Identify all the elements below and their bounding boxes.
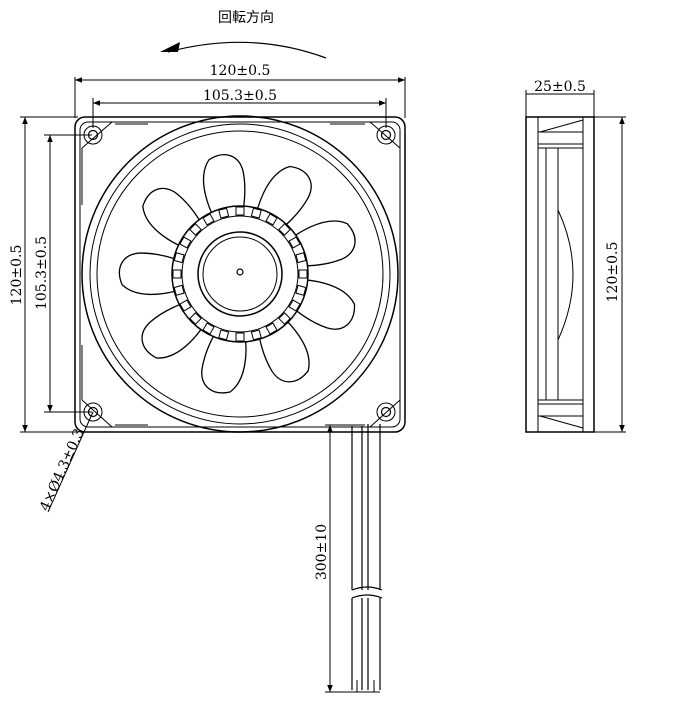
mount-hole-top-right <box>376 125 396 145</box>
mount-holes-label: 4×Ø4.3±0.3 <box>37 426 88 513</box>
hub-slot <box>265 213 278 226</box>
hub-slot <box>288 299 301 312</box>
fan-hub <box>171 205 309 343</box>
hub-slot <box>189 312 202 325</box>
hub-slot <box>202 213 215 226</box>
hub-slot <box>202 322 215 335</box>
hub-slot <box>189 223 202 236</box>
hub-slot <box>278 312 291 325</box>
side-height-label: 120±0.5 <box>605 242 621 303</box>
mount-hole-bottom-left <box>83 402 103 422</box>
hub-slot <box>172 269 182 279</box>
hub-slot <box>250 207 262 219</box>
thickness-label: 25±0.5 <box>534 79 586 95</box>
hole-spacing-v-label: 105.3±0.5 <box>34 236 50 310</box>
hub-slot <box>250 329 262 341</box>
mount-hole-bottom-right <box>376 402 396 422</box>
mount-hole-callout: 4×Ø4.3±0.3 <box>37 411 94 514</box>
lead-wires <box>351 424 383 693</box>
overall-height-label: 120±0.5 <box>9 245 25 306</box>
hub-slot <box>235 332 245 342</box>
cable-length-dimension: 300±10 <box>314 424 352 693</box>
hole-spacing-horizontal-dimension: 105.3±0.5 <box>92 88 387 128</box>
hole-spacing-h-label: 105.3±0.5 <box>203 88 277 104</box>
hub-slot <box>179 236 192 249</box>
overall-width-dimension: 120±0.5 <box>74 63 406 118</box>
fan-front-view <box>74 115 406 433</box>
mount-hole-top-left <box>83 125 103 145</box>
side-thickness-dimension: 25±0.5 <box>525 79 595 117</box>
hub-slot <box>218 207 230 219</box>
hub-slot <box>218 329 230 341</box>
hub-slot <box>235 206 245 216</box>
hub-slot <box>173 284 185 296</box>
overall-width-label: 120±0.5 <box>210 63 271 79</box>
hub-slot <box>298 269 308 279</box>
hub-slot <box>295 284 307 296</box>
rotation-arrow <box>160 41 327 59</box>
side-height-dimension: 120±0.5 <box>594 116 626 433</box>
hub-slot <box>288 236 301 249</box>
hole-spacing-vertical-dimension: 105.3±0.5 <box>34 134 92 413</box>
rotation-direction-label: 回転方向 <box>218 10 274 26</box>
hub-slot <box>265 322 278 335</box>
fan-side-view <box>525 116 595 433</box>
hub-slot <box>179 299 192 312</box>
cable-length-label: 300±10 <box>314 524 330 580</box>
overall-height-dimension: 120±0.5 <box>9 116 78 433</box>
hub-slot <box>173 252 185 264</box>
hub-slot <box>295 252 307 264</box>
hub-slot <box>278 223 291 236</box>
